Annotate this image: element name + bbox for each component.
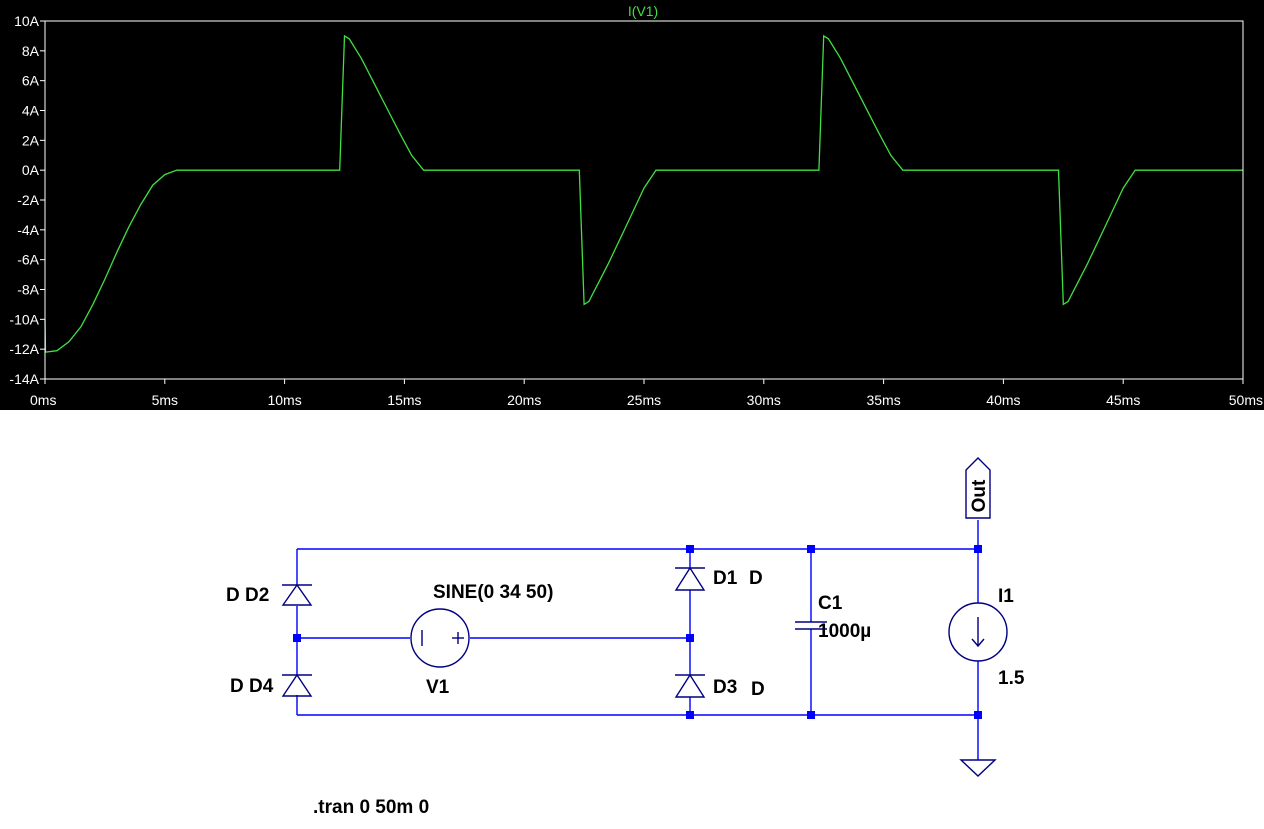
spice-directive-tran: .tran 0 50m 0 [313,797,429,818]
label-d1: D1 [713,568,738,589]
diode-d1[interactable] [674,566,706,591]
label-v1: V1 [426,677,450,698]
y-tick-label: 0A [22,162,40,178]
label-v1-value: SINE(0 34 50) [433,582,553,603]
x-tick-label: 20ms [507,392,541,408]
x-tick-label: 30ms [747,392,781,408]
x-tick-label: 0ms [30,392,56,408]
x-tick-label: 40ms [986,392,1020,408]
waveform-plot-svg[interactable]: I(V1) 10A 8A 6A 4A 2A 0A -2A -4A -6A -8A -10A -12A -… [0,0,1264,410]
net-label-out[interactable] [965,457,991,519]
label-d1-model: D [749,568,763,589]
plot-frame [44,20,1244,380]
x-tick-label: 45ms [1106,392,1140,408]
x-tick-label: 35ms [866,392,900,408]
x-tick-label: 5ms [152,392,178,408]
y-tick-label: -14A [9,371,39,387]
label-d2: D D2 [226,585,269,606]
waveform-plot[interactable]: I(V1) 10A 8A 6A 4A 2A 0A -2A -4A -6A -8A -10A -12A -… [0,0,1264,410]
x-tick-label: 25ms [627,392,661,408]
voltage-source-v1[interactable] [410,608,470,668]
label-c1: C1 [818,593,843,614]
y-tick-label: -4A [17,222,39,238]
junction-nodes [293,545,982,719]
current-source-i1[interactable] [948,602,1008,662]
label-i1: I1 [998,586,1014,607]
capacitor-c1[interactable] [795,621,827,630]
diode-d4[interactable] [281,673,313,697]
wires [296,520,979,760]
label-d4: D D4 [230,676,274,697]
y-tick-label: 8A [22,43,40,59]
x-tick-label: 10ms [267,392,301,408]
ground-symbol[interactable] [959,759,997,777]
schematic-editor[interactable]: Out D D2 D D4 D1 D D3 D SINE(0 34 50) V1… [0,410,1264,824]
label-c1-value: 1000µ [818,621,871,642]
label-d3-model: D [751,679,765,700]
trace-i-v1 [44,34,1243,353]
label-i1-value: 1.5 [998,668,1025,689]
y-tick-label: 10A [14,13,40,29]
x-tick-label: 50ms [1229,392,1263,408]
label-d3: D3 [713,677,737,698]
y-tick-label: -10A [9,311,39,327]
diode-d3[interactable] [674,673,706,698]
y-tick-label: 6A [22,73,40,89]
y-tick-label: 2A [22,132,40,148]
y-tick-label: -2A [17,192,39,208]
schematic-canvas[interactable]: Out D D2 D D4 D1 D D3 D SINE(0 34 50) V1… [0,410,1264,824]
y-tick-label: 4A [22,103,40,119]
x-tick-label: 15ms [387,392,421,408]
net-label-out-text: Out [969,479,990,512]
y-tick-label: -8A [17,282,39,298]
y-tick-label: -6A [17,252,39,268]
plot-title: I(V1) [628,3,658,19]
diode-d2[interactable] [281,583,313,606]
y-tick-label: -12A [9,341,39,357]
